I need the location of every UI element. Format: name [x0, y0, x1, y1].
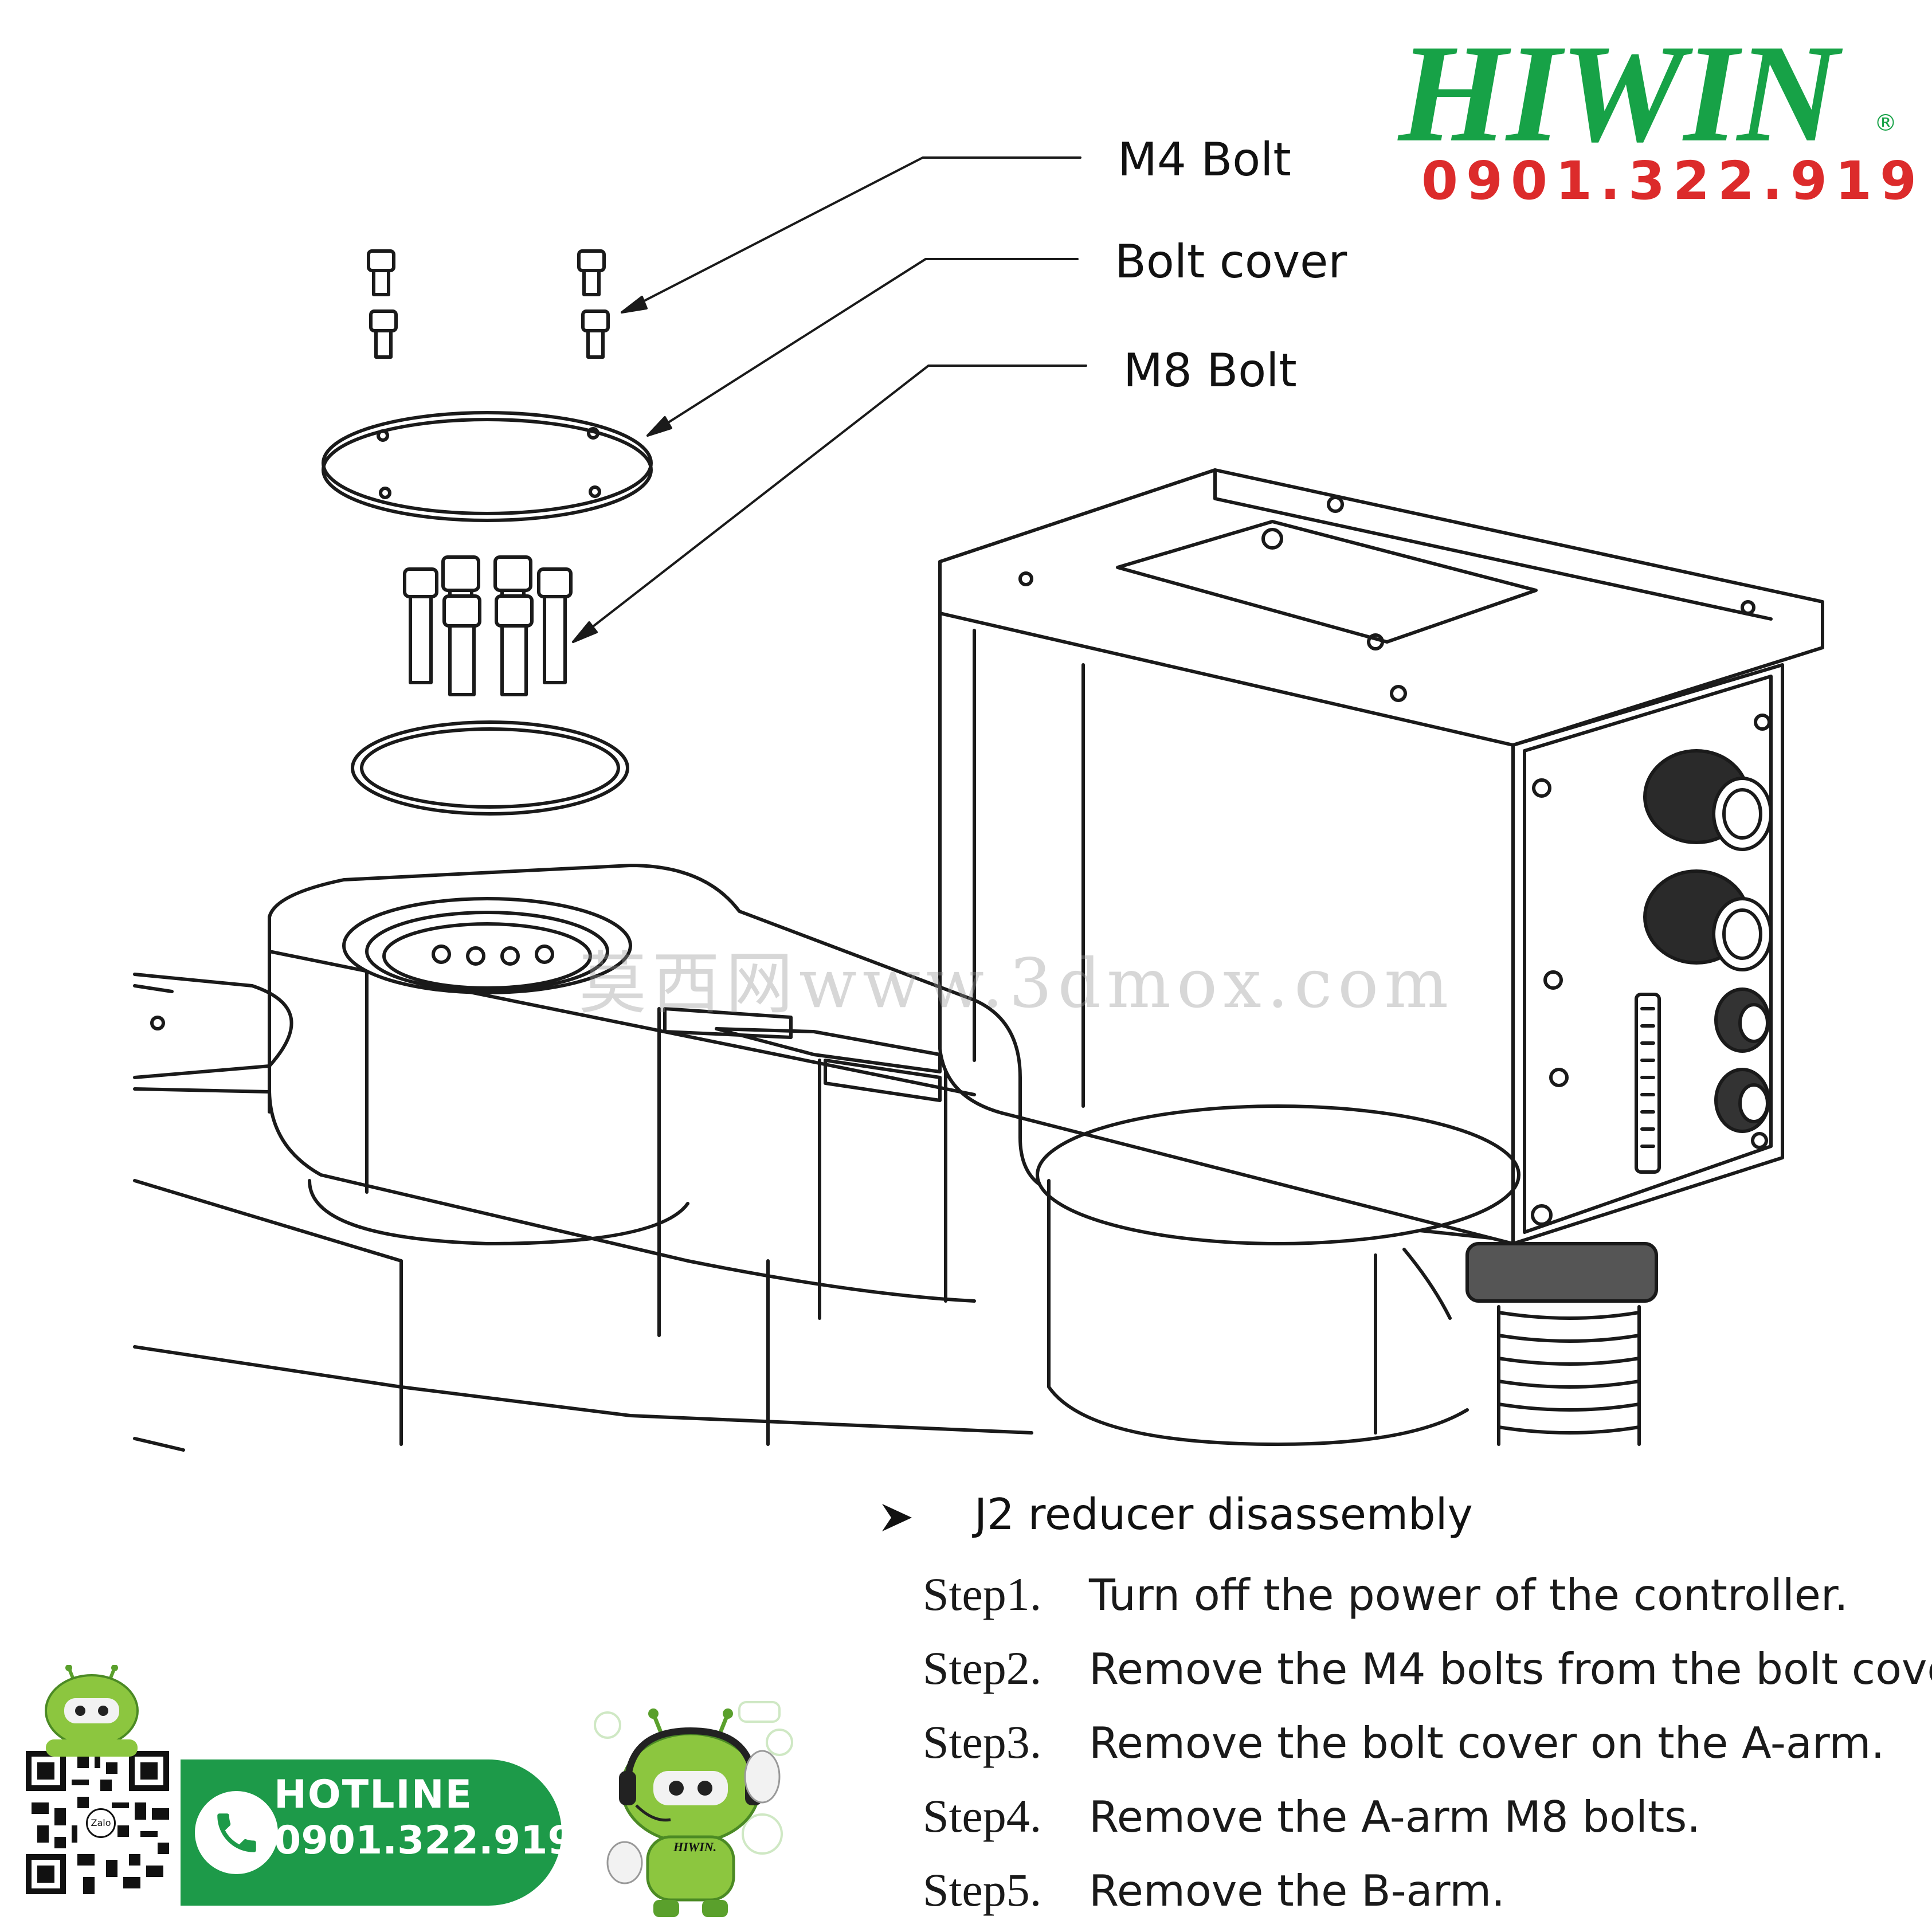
step-text: Remove the M4 bolts from the bolt cover.: [1089, 1644, 1932, 1694]
step-item: Step2. Remove the M4 bolts from the bolt …: [923, 1641, 1932, 1695]
callout-m8-bolt: M8 Bolt: [1123, 344, 1297, 397]
robot-mascot-headset: [594, 1701, 793, 1917]
hotline-label: HOTLINE: [274, 1772, 473, 1817]
bellows: [1465, 1242, 1658, 1446]
step-number: Step2.: [923, 1642, 1042, 1694]
section-title: J2 reducer disassembly: [974, 1489, 1473, 1539]
air-fitting: [1714, 1068, 1770, 1133]
step-item: Step5. Remove the B-arm.: [923, 1863, 1505, 1917]
air-fitting: [1714, 987, 1770, 1053]
step-number: Step1.: [923, 1568, 1042, 1620]
m4-bolt: [577, 249, 606, 296]
callout-bolt-cover: Bolt cover: [1115, 235, 1347, 288]
cable-gland: [1643, 749, 1773, 851]
m4-bolt: [367, 249, 395, 296]
m4-bolt: [581, 309, 610, 359]
arrowhead-bullet-icon: [882, 1504, 912, 1531]
step-item: Step3. Remove the bolt cover on the A-arm…: [923, 1715, 1884, 1769]
callout-m4-bolt: M4 Bolt: [1118, 133, 1291, 186]
m8-bolts: [403, 555, 573, 696]
scara-robot-arm: [133, 468, 1824, 1452]
watermark-text: 莫西网www.3dmox.com: [579, 944, 1455, 1023]
step-number: Step3.: [923, 1716, 1042, 1768]
zalo-badge-icon: Zalo: [86, 1808, 116, 1838]
bolt-cover-plate: [322, 411, 653, 522]
brand-phone-number: 0901.322.919: [1421, 150, 1925, 211]
o-ring: [351, 720, 629, 816]
mascot-badge-text: HIWIN.: [673, 1840, 717, 1854]
step-text: Remove the B-arm.: [1089, 1866, 1506, 1916]
step-text: Turn off the power of the controller.: [1089, 1570, 1848, 1620]
step-number: Step4.: [923, 1790, 1042, 1842]
hotline-number[interactable]: 0901.322.919: [274, 1818, 575, 1863]
cable-gland: [1643, 869, 1773, 971]
d-sub-connector: [1635, 993, 1661, 1174]
step-text: Remove the bolt cover on the A-arm.: [1089, 1718, 1885, 1768]
robot-mascot-small: [45, 1665, 139, 1757]
m4-bolts: [367, 249, 610, 359]
motor-box: [938, 468, 1824, 1245]
step-item: Step4. Remove the A-arm M8 bolts.: [923, 1789, 1700, 1843]
step-number: Step5.: [923, 1864, 1042, 1916]
phone-icon: [195, 1791, 278, 1874]
step-text: Remove the A-arm M8 bolts.: [1089, 1792, 1701, 1842]
hiwin-logo: HIWIN: [1398, 15, 1839, 171]
step-item: Step1. Turn off the power of the controll…: [923, 1567, 1848, 1621]
leader-lines: [572, 156, 1087, 643]
m4-bolt: [369, 309, 398, 359]
registered-mark: ®: [1874, 110, 1897, 136]
